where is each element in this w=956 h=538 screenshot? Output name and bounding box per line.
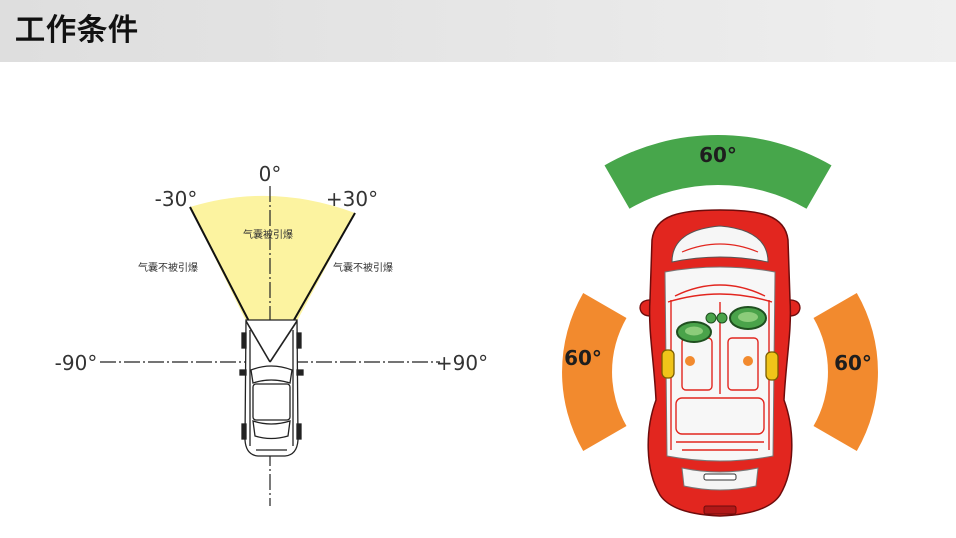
left-sector-label: 60°: [564, 346, 602, 370]
header-bar: 工作条件: [0, 0, 956, 62]
side-airbag-left: [661, 349, 675, 379]
passenger-airbag-highlight: [738, 312, 758, 322]
car-rear-bumper-plate: [703, 505, 737, 515]
car-hood-line: [681, 243, 759, 253]
car-mirror-right: [296, 369, 304, 376]
driver-airbag-highlight: [685, 326, 703, 336]
car-v-line-right: [269, 320, 298, 363]
angle-label-0: 0°: [259, 162, 282, 186]
car-mirror-left: [239, 369, 247, 376]
car-wheel-front-left: [241, 332, 247, 349]
angle-label-plus-30: +30°: [326, 187, 378, 211]
car-frame-arc: [674, 284, 766, 297]
car-v-line-left: [245, 320, 271, 363]
right-sector-label: 60°: [834, 351, 872, 375]
front-sensor-dot-right: [716, 312, 728, 324]
frontal-angle-diagram: 0° -30° +30° -90° +90° 气囊被引爆 气囊不被引爆 气囊不被…: [55, 162, 488, 506]
car-roof: [252, 383, 291, 421]
car-front-seat-right: [727, 337, 759, 391]
angle-label-minus-90: -90°: [55, 351, 98, 375]
side-sensor-dot-right: [743, 356, 753, 366]
front-sector-label: 60°: [699, 143, 737, 167]
car-windshield: [250, 365, 293, 384]
angle-label-minus-30: -30°: [155, 187, 198, 211]
front-sensor-dot-left: [705, 312, 717, 324]
car-wheel-rear-right: [296, 423, 302, 440]
front-airbags: [676, 306, 767, 343]
angle-label-plus-90: +90°: [436, 351, 488, 375]
car-rear-bench: [675, 397, 765, 435]
car-wheel-rear-left: [241, 423, 247, 440]
zone-label-no-deploy-left: 气囊不被引爆: [138, 261, 198, 274]
car-outline-drawing: [239, 319, 304, 457]
impact-sector-diagram: 60° 60° 60°: [562, 134, 878, 517]
car-rear-slot: [703, 473, 737, 481]
left-impact-sector: [562, 293, 627, 451]
side-sensor-dot-left: [685, 356, 695, 366]
airbag-deploy-zone: [190, 195, 355, 321]
car-rear-window: [252, 420, 291, 440]
front-impact-sector: [604, 134, 832, 209]
car-dashboard: [667, 293, 773, 303]
zone-label-no-deploy-right: 气囊不被引爆: [333, 261, 393, 274]
right-impact-sector: [813, 293, 878, 451]
side-airbags: [661, 349, 779, 381]
car-top-view: [639, 209, 801, 517]
side-airbag-right: [765, 351, 779, 381]
page-title: 工作条件: [15, 13, 139, 48]
zone-label-deploy: 气囊被引爆: [243, 228, 293, 241]
car-wheel-front-right: [296, 332, 302, 349]
